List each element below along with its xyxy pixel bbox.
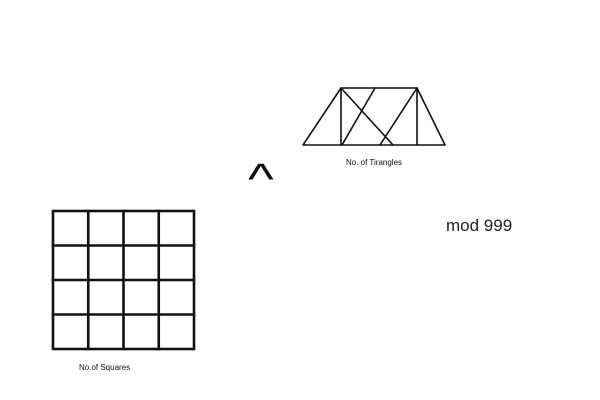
square-figure-caption: No.of Squares bbox=[79, 363, 131, 372]
triangle-figure-caption: No. of Tirangles bbox=[346, 158, 403, 167]
power-operator-symbol: ^ bbox=[248, 155, 274, 204]
triangle-puzzle-figure bbox=[302, 87, 446, 146]
modulus-text: mod 999 bbox=[446, 216, 513, 235]
square-puzzle-grid bbox=[51, 209, 196, 351]
